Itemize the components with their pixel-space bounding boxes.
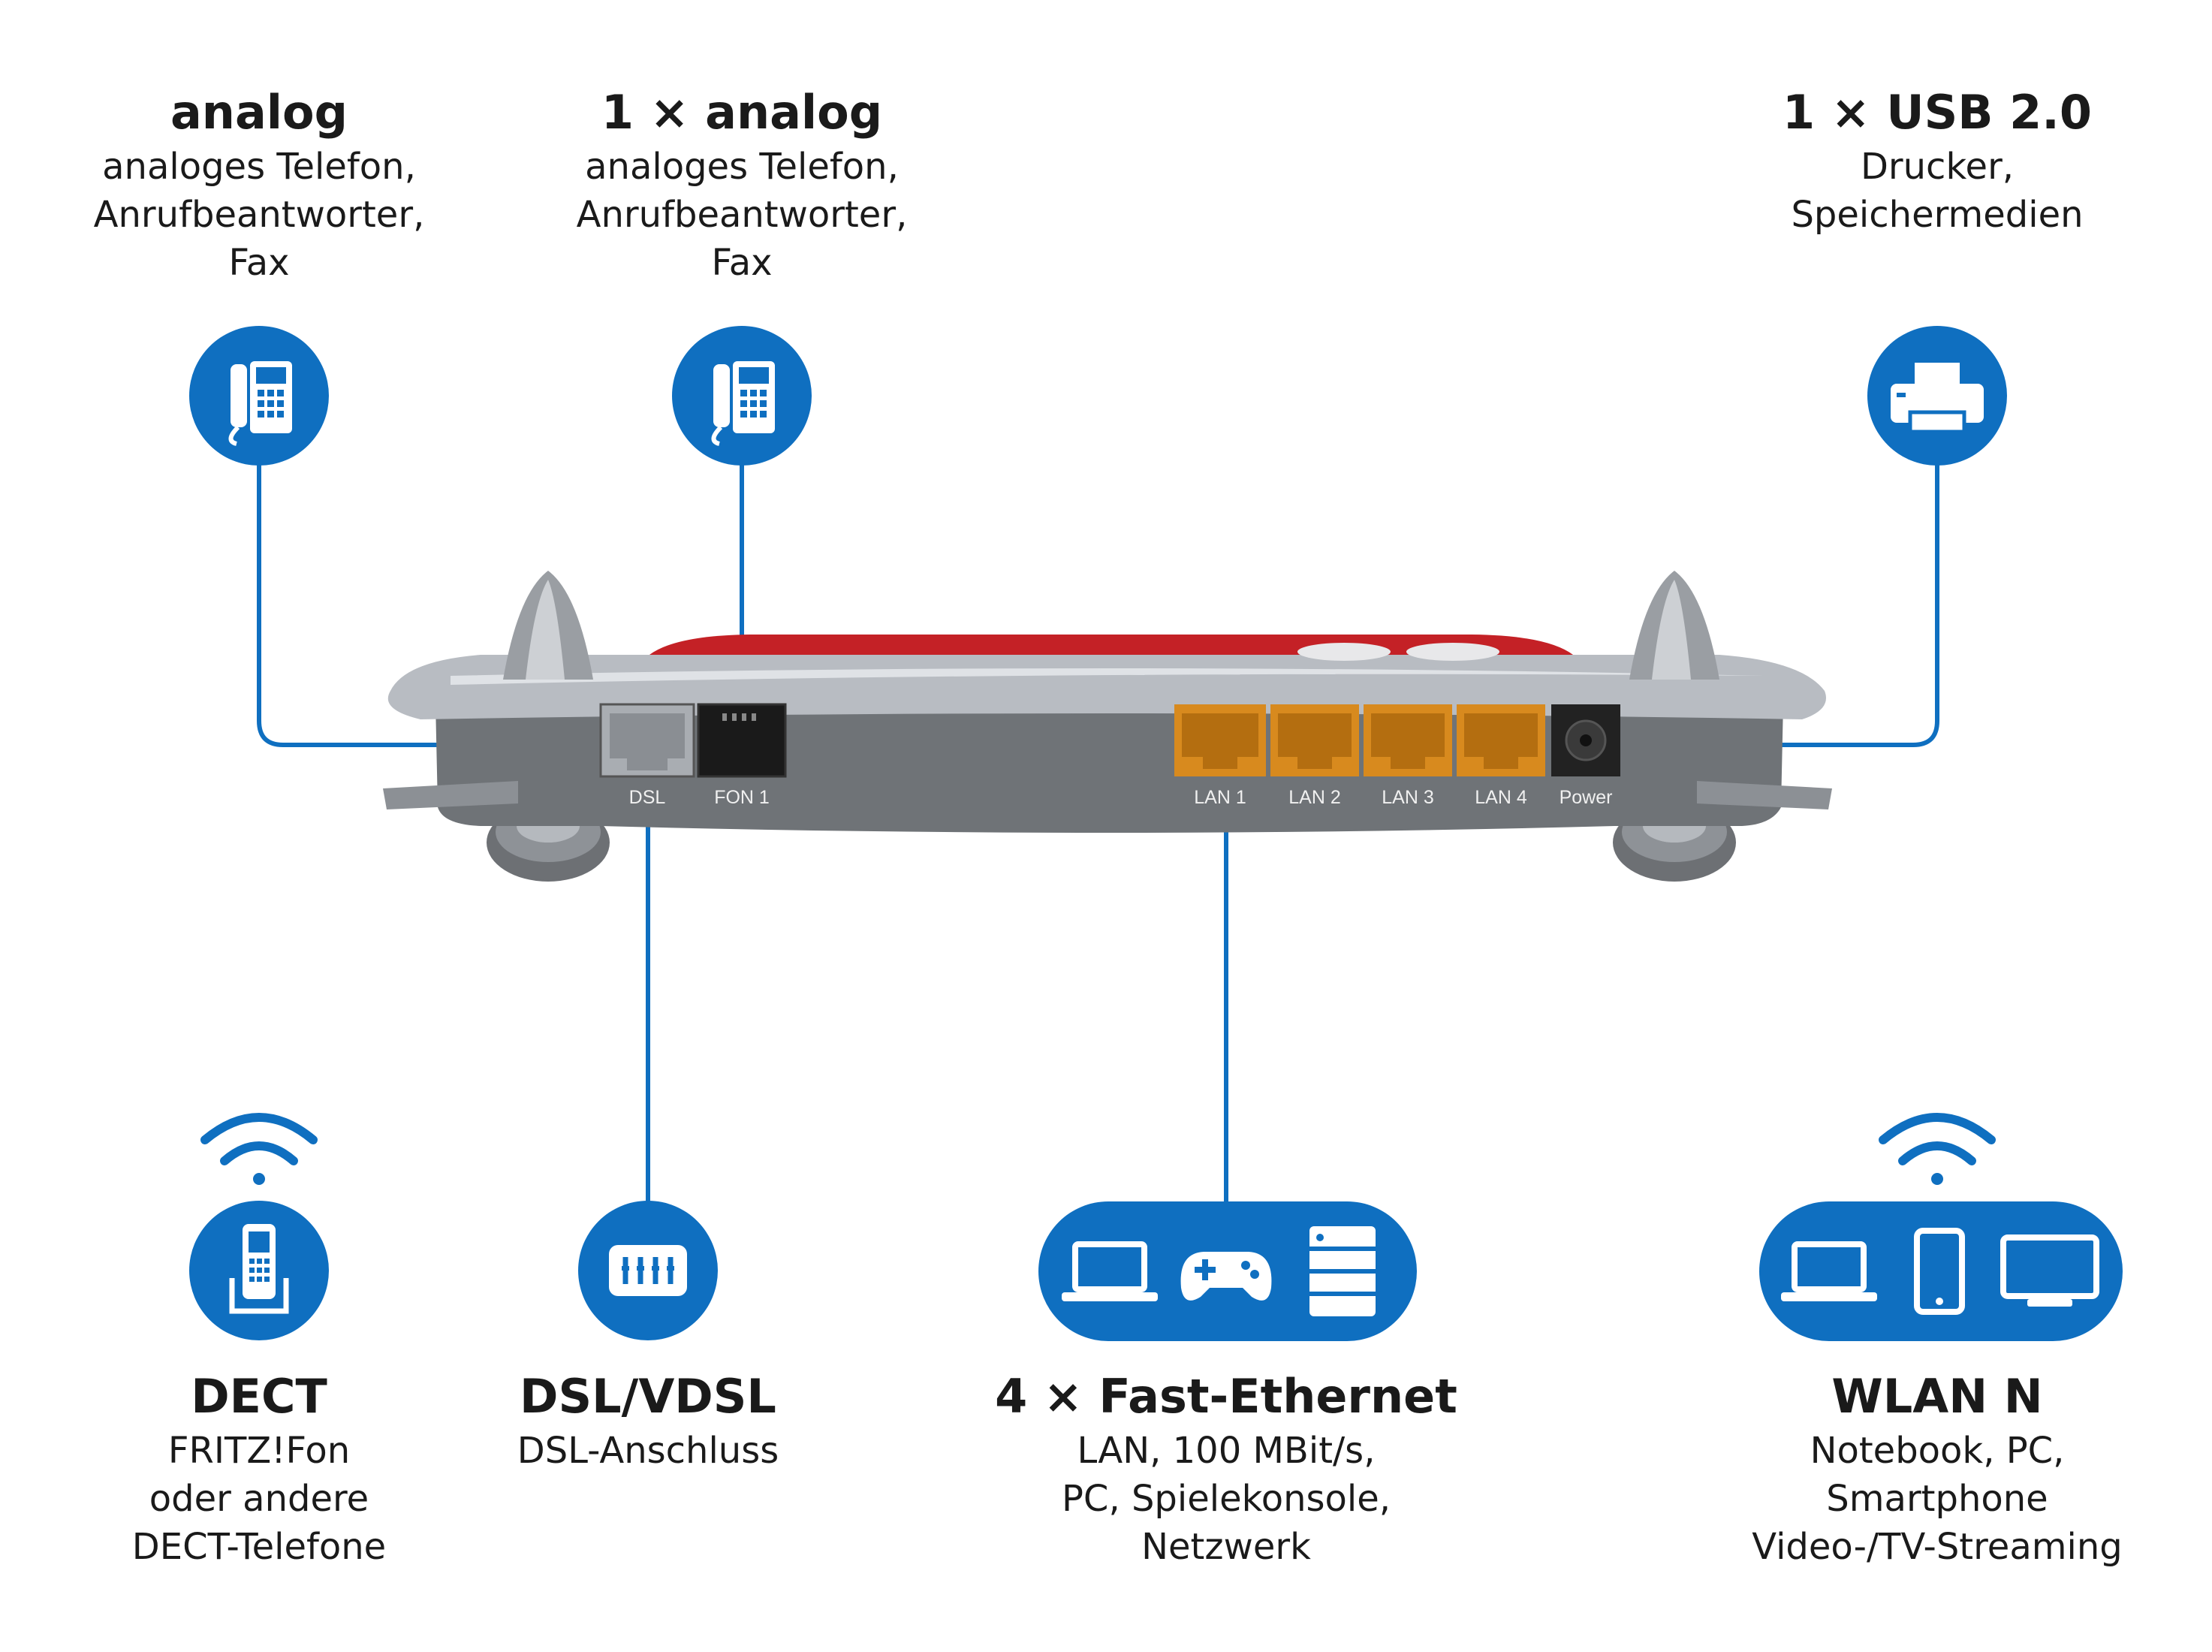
wifi-icon xyxy=(200,1113,318,1185)
router-side-rail-left xyxy=(383,781,518,809)
label-description: LAN, 100 MBit/s, PC, Spielekonsole, Netz… xyxy=(1061,1430,1391,1568)
label-top-usb: 1 × USB 2.0 Drucker, Speichermedien xyxy=(1712,83,2162,239)
monitor-icon xyxy=(2000,1234,2099,1307)
server-icon xyxy=(1309,1226,1376,1316)
lan4-port xyxy=(1457,704,1545,776)
antenna-left xyxy=(503,571,593,680)
router-top-highlight xyxy=(451,668,1764,685)
connector-usb xyxy=(1779,463,1939,747)
ethernet-devices-pill xyxy=(1038,1201,1417,1341)
label-top-analog: analog analoges Telefon, Anrufbeantworte… xyxy=(34,83,484,287)
router-top-button xyxy=(1297,643,1391,661)
gamepad-icon xyxy=(1180,1252,1272,1301)
port-label-dsl: DSL xyxy=(629,787,666,808)
smartphone-icon xyxy=(1914,1228,1965,1315)
label-heading: 4 × Fast-Ethernet xyxy=(995,1369,1457,1424)
router: DSL FON 1 LAN 1 LAN 2 LAN 3 LAN 4 Power xyxy=(383,571,1832,882)
lan2-port xyxy=(1270,704,1359,776)
label-heading: DSL/VDSL xyxy=(520,1369,776,1424)
connector-lines xyxy=(257,463,1939,1210)
router-side-rail-right xyxy=(1697,781,1832,809)
label-heading: WLAN N xyxy=(1831,1369,2043,1424)
label-description: analoges Telefon, Anrufbeantworter, Fax xyxy=(576,146,908,284)
port-label-lan2: LAN 2 xyxy=(1288,787,1340,808)
label-description: FRITZ!Fon oder andere DECT-Telefone xyxy=(131,1430,387,1568)
label-heading: analog xyxy=(170,85,348,140)
printer-icon xyxy=(1867,326,2007,466)
dsl-splitter-icon xyxy=(578,1201,718,1340)
laptop-icon xyxy=(1062,1241,1158,1301)
label-heading: 1 × analog xyxy=(601,85,883,140)
wifi-icon xyxy=(1879,1113,1996,1185)
label-top-1x-analog: 1 × analog analoges Telefon, Anrufbeantw… xyxy=(517,83,967,287)
label-bottom-dect: DECT FRITZ!Fon oder andere DECT-Telefone xyxy=(34,1367,484,1571)
port-label-lan3: LAN 3 xyxy=(1382,787,1433,808)
laptop-icon xyxy=(1781,1241,1877,1301)
label-description: DSL-Anschluss xyxy=(517,1430,779,1472)
port-label-power: Power xyxy=(1560,787,1613,808)
connector-analog xyxy=(257,463,453,747)
port-label-fon1: FON 1 xyxy=(714,787,770,808)
label-description: analoges Telefon, Anrufbeantworter, Fax xyxy=(93,146,425,284)
port-label-lan4: LAN 4 xyxy=(1475,787,1527,808)
cordless-phone-icon xyxy=(189,1201,329,1340)
desk-phone-icon xyxy=(672,326,812,466)
router-top-button xyxy=(1406,643,1499,661)
desk-phone-icon xyxy=(189,326,329,466)
lan3-port xyxy=(1364,704,1452,776)
dsl-port xyxy=(599,703,695,778)
label-heading: DECT xyxy=(191,1369,327,1424)
label-bottom-ethernet: 4 × Fast-Ethernet LAN, 100 MBit/s, PC, S… xyxy=(963,1367,1489,1571)
label-description: Notebook, PC, Smartphone Video-/TV-Strea… xyxy=(1752,1430,2123,1568)
label-bottom-dsl: DSL/VDSL DSL-Anschluss xyxy=(423,1367,873,1475)
antenna-right xyxy=(1629,571,1719,680)
label-bottom-wlan: WLAN N Notebook, PC, Smartphone Video-/T… xyxy=(1682,1367,2192,1571)
lan1-port xyxy=(1174,704,1266,776)
label-heading: 1 × USB 2.0 xyxy=(1783,85,2092,140)
power-port xyxy=(1551,704,1620,776)
label-description: Drucker, Speichermedien xyxy=(1791,146,2084,236)
port-label-lan1: LAN 1 xyxy=(1194,787,1246,808)
wlan-devices-pill xyxy=(1759,1201,2123,1341)
fon1-port xyxy=(697,703,787,778)
